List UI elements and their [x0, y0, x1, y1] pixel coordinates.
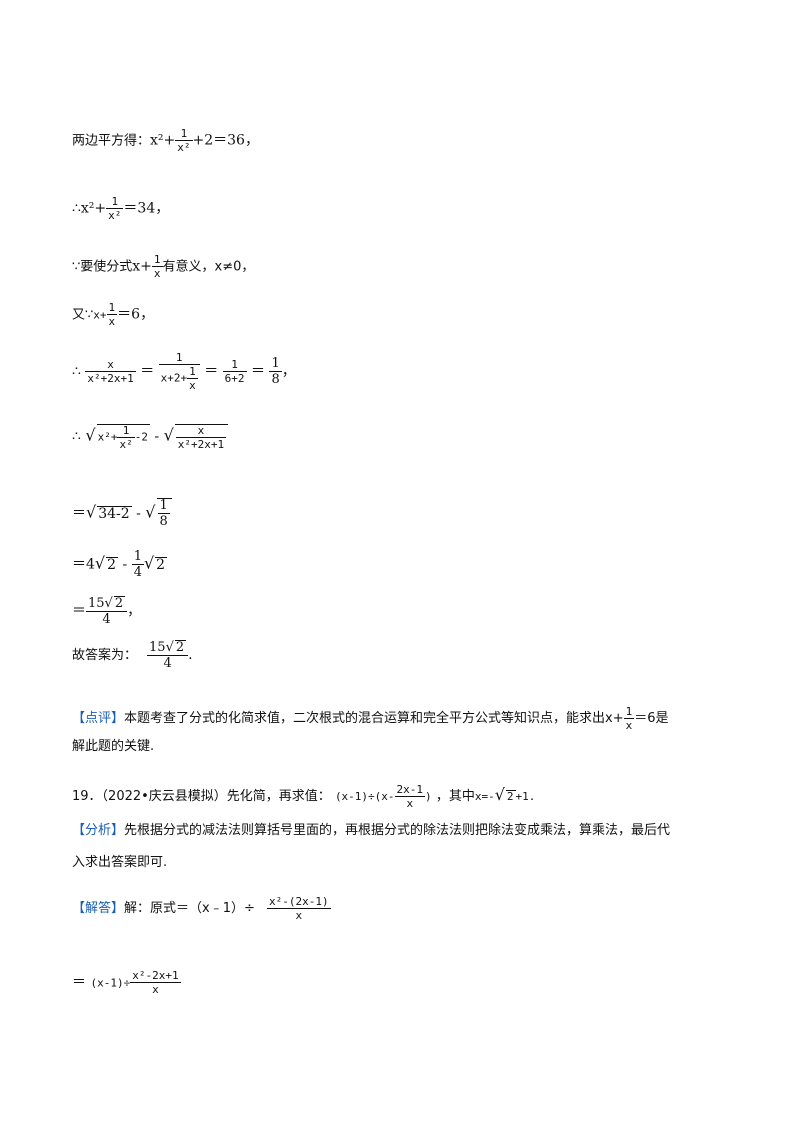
- analysis-paragraph-line2: 入求出答案即可.: [72, 855, 168, 870]
- solution-label: 【解答】: [72, 901, 125, 916]
- comment-label: 【点评】: [72, 711, 125, 726]
- radical-sign: √: [86, 502, 97, 522]
- fraction: x²-(2x-1)x: [267, 895, 331, 922]
- radical-sign: √: [94, 553, 106, 573]
- solution-paragraph: 【解答】解：原式＝（x﹣1）÷ x²-(2x-1)x: [72, 895, 331, 922]
- comment-paragraph-line2: 解此题的关键.: [72, 739, 155, 754]
- analysis-label: 【分析】: [72, 823, 125, 838]
- comment-paragraph: 【点评】本题考查了分式的化简求值，二次根式的混合运算和完全平方公式等知识点，能求…: [72, 705, 669, 732]
- radical-sign: √: [145, 502, 156, 522]
- radical-sign: √: [85, 425, 96, 445]
- analysis-paragraph: 【分析】先根据分式的减法法则算括号里面的，再根据分式的除法法则把除法变成乘法，算…: [72, 823, 671, 838]
- radical-sign: √: [494, 785, 505, 804]
- radical-sign: √: [143, 553, 155, 573]
- radical-sign: √: [163, 425, 174, 445]
